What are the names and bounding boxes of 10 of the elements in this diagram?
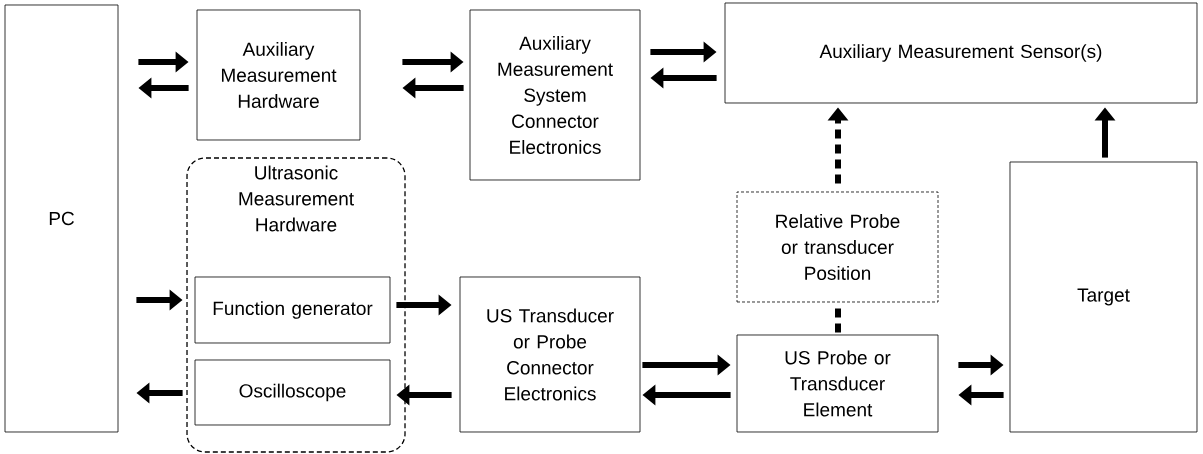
process-box: PC <box>4 4 119 433</box>
process-box: US Transducer or Probe Connector Electronics <box>459 276 641 433</box>
process-box: Auxiliary Measurement Hardware <box>196 9 361 141</box>
dashed-box: Relative Probe or transducer Position <box>736 191 939 303</box>
process-box: Function generator <box>194 276 391 344</box>
process-box: US Probe or Transducer Element <box>736 334 939 433</box>
process-box: Target <box>1009 161 1198 433</box>
process-box: Auxiliary Measurement Sensor(s) <box>724 2 1198 104</box>
process-box: Auxiliary Measurement System Connector Electronics <box>469 9 641 181</box>
process-box: Oscilloscope <box>194 359 391 426</box>
